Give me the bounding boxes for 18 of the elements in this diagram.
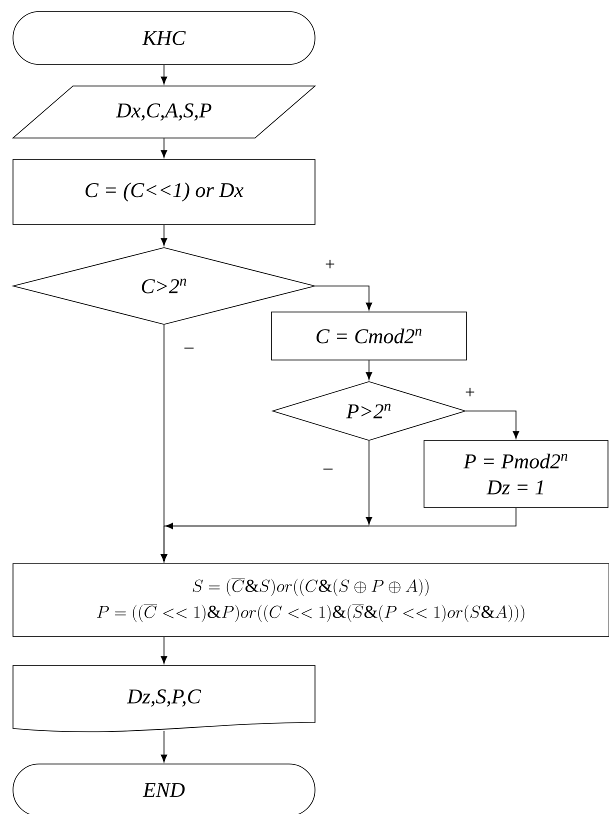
edge-label: – xyxy=(184,346,194,354)
arrow xyxy=(366,440,372,525)
arrow xyxy=(160,636,168,664)
edge-label: + xyxy=(324,258,336,272)
process-box: C = Cmod2$^{n}$ xyxy=(271,312,467,360)
output-document: Dz,S,P,C xyxy=(12,665,316,732)
arrow xyxy=(366,360,372,380)
arrow xyxy=(160,64,168,84)
arrow xyxy=(160,224,168,246)
arrow xyxy=(160,730,168,762)
arrow xyxy=(160,508,516,562)
process-box: P = Pmod2$^{n}$ Dz = 1 xyxy=(424,440,608,508)
arrow xyxy=(466,410,520,439)
process-box: $S=(\overline{C}\&S)or((C\&(S\oplus P\oplus A))$ $P=((\overline{C}<<1)\&P)or((C<<1)\&(\overline{S}\&(P<<1)or(S\&A)))$ xyxy=(12,563,609,637)
arrow xyxy=(315,286,372,310)
process-box: C = (C<<1) or Dx xyxy=(12,159,316,225)
arrow xyxy=(160,138,168,158)
edge-label: – xyxy=(322,468,334,474)
